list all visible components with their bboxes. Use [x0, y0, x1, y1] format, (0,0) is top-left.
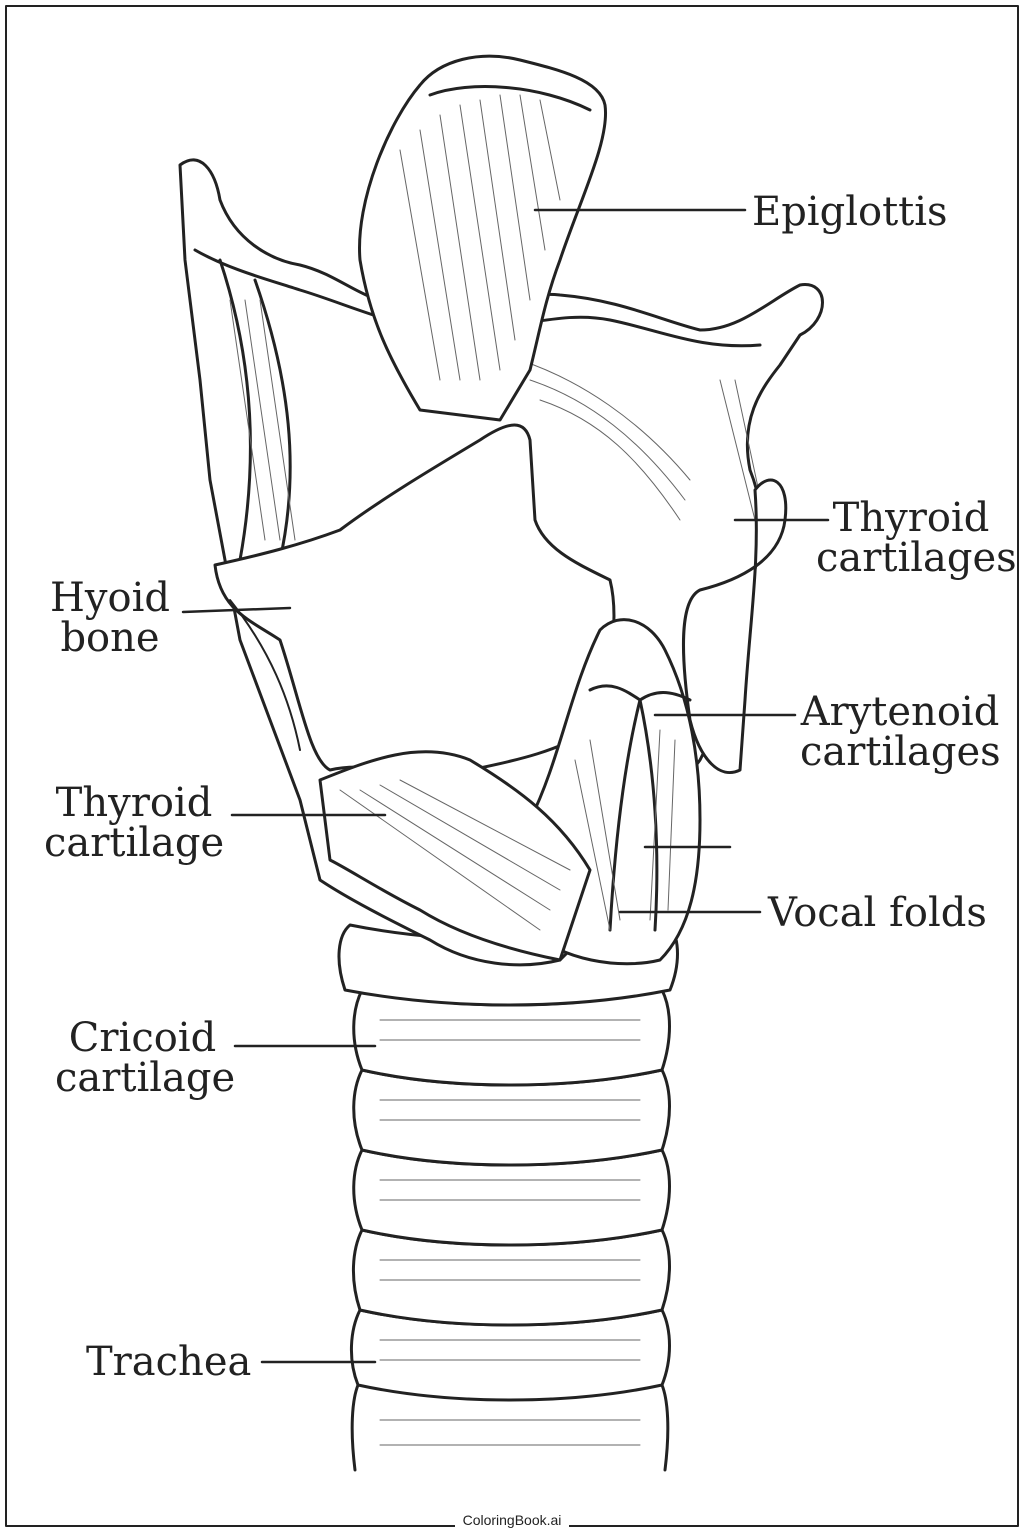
epiglottis-drawing	[360, 56, 606, 420]
footer: ColoringBook.ai	[0, 1512, 1024, 1528]
label-thyroid-cartilage: Thyroid cartilage	[44, 780, 225, 866]
label-thyroid-cartilages: Thyroid cartilages	[816, 495, 1017, 581]
label-cricoid-cartilage: Cricoid cartilage	[55, 1015, 236, 1101]
leader-hyoid	[183, 608, 290, 612]
label-vocal-folds: Vocal folds	[768, 890, 987, 936]
leader-lines	[183, 210, 828, 1362]
footer-brand: ColoringBook.ai	[454, 1512, 570, 1528]
label-epiglottis-text: Epiglottis	[752, 189, 948, 235]
label-trachea: Trachea	[86, 1339, 252, 1385]
trachea-drawing	[339, 925, 678, 1470]
thyroid-lower-drawing	[320, 752, 590, 960]
label-epiglottis: Epiglottis	[752, 192, 948, 232]
label-arytenoid-cartilages: Arytenoid cartilages	[800, 689, 1001, 775]
label-hyoid-bone: Hyoid bone	[50, 575, 170, 661]
